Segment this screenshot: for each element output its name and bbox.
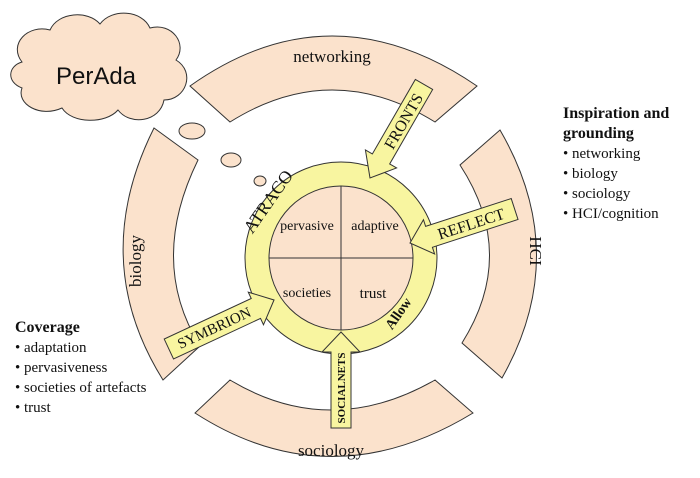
coverage-item: pervasiveness <box>15 358 185 378</box>
inspiration-heading-line2: grounding <box>563 125 634 142</box>
inspiration-item: biology <box>563 164 697 184</box>
perada-cloud: PerAda <box>10 12 267 187</box>
arrow-socialnets-label: SOCIALNETS <box>336 353 348 424</box>
outer-label-networking: networking <box>293 47 371 66</box>
coverage-item: trust <box>15 398 185 418</box>
coverage-item: adaptation <box>15 338 185 358</box>
cloud-bubble-large <box>178 122 206 140</box>
quadrant-trust: trust <box>360 286 388 302</box>
inspiration-list: networking biology sociology HCI/cogniti… <box>563 144 697 224</box>
cloud-shape <box>10 12 188 121</box>
coverage-list: adaptation pervasiveness societies of ar… <box>15 338 185 418</box>
coverage-panel: Coverage adaptation pervasiveness societ… <box>15 318 185 418</box>
outer-ring <box>122 35 537 457</box>
inspiration-item: HCI/cognition <box>563 204 697 224</box>
inspiration-panel: Inspiration and grounding networking bio… <box>563 104 697 224</box>
arrow-fronts-shape <box>364 78 434 179</box>
arrow-socialnets-shape <box>320 331 362 429</box>
arrow-reflect-shape <box>409 197 519 255</box>
quadrant-adaptive: adaptive <box>351 219 398 234</box>
inner-circle <box>268 185 414 331</box>
inspiration-heading-line1: Inspiration and <box>563 105 670 122</box>
outer-label-sociology: sociology <box>298 441 365 460</box>
cloud-bubble-small <box>253 175 267 187</box>
inspiration-item: networking <box>563 144 697 164</box>
outer-label-biology: biology <box>126 235 145 287</box>
quadrant-societies: societies <box>283 286 331 301</box>
outer-arc-hci <box>459 129 537 379</box>
cloud-bubble-medium <box>220 152 242 168</box>
arrow-socialnets: SOCIALNETS <box>320 331 362 429</box>
inspiration-item: sociology <box>563 184 697 204</box>
coverage-item: societies of artefacts <box>15 378 185 398</box>
quadrant-pervasive: pervasive <box>280 219 334 234</box>
cloud-label: PerAda <box>56 63 137 90</box>
coverage-heading: Coverage <box>15 319 80 336</box>
outer-label-hci: HCI <box>526 236 545 266</box>
